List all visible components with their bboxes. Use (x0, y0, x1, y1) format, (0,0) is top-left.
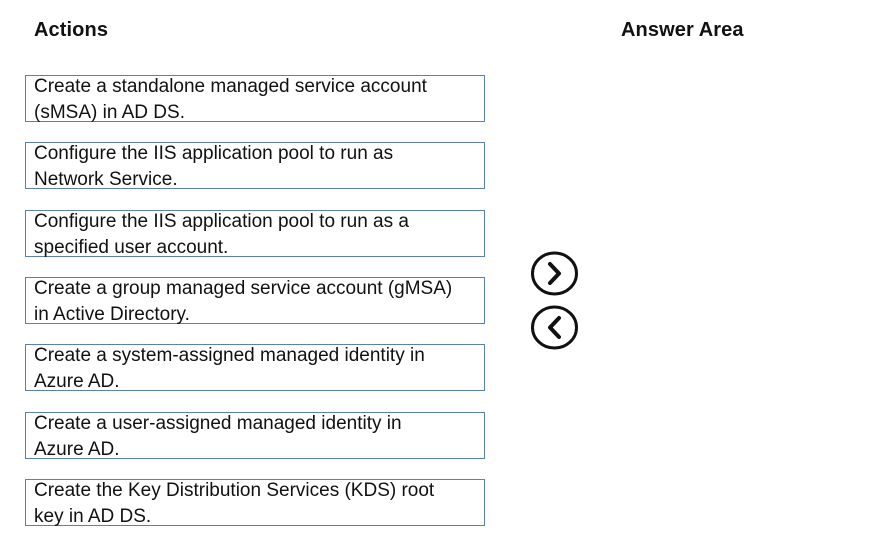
move-right-button[interactable] (530, 251, 579, 296)
action-label: Create a user-assigned managed identity … (34, 413, 402, 460)
action-create-kds-root-key[interactable]: Create the Key Distribution Services (KD… (25, 479, 485, 527)
action-create-smsa[interactable]: Create a standalone managed service acco… (25, 75, 485, 123)
move-left-button[interactable] (530, 305, 579, 350)
action-label: Create a system-assigned managed identit… (34, 345, 425, 392)
action-label: Create the Key Distribution Services (KD… (34, 480, 435, 527)
answer-area-heading: Answer Area (621, 19, 744, 41)
chevron-right-circle-icon (531, 251, 578, 296)
chevron-left-circle-icon (531, 305, 578, 350)
action-create-user-assigned-identity[interactable]: Create a user-assigned managed identity … (25, 412, 485, 460)
action-label: Create a standalone managed service acco… (34, 76, 427, 123)
action-label: Configure the IIS application pool to ru… (34, 211, 409, 258)
action-create-system-assigned-identity[interactable]: Create a system-assigned managed identit… (25, 344, 485, 392)
action-label: Create a group managed service account (… (34, 278, 453, 325)
answer-area-drop-zone[interactable] (615, 60, 860, 540)
action-create-gmsa[interactable]: Create a group managed service account (… (25, 277, 485, 325)
action-configure-pool-user-account[interactable]: Configure the IIS application pool to ru… (25, 210, 485, 258)
action-label: Configure the IIS application pool to ru… (34, 143, 394, 190)
action-configure-pool-network-service[interactable]: Configure the IIS application pool to ru… (25, 142, 485, 190)
actions-heading: Actions (34, 19, 109, 41)
